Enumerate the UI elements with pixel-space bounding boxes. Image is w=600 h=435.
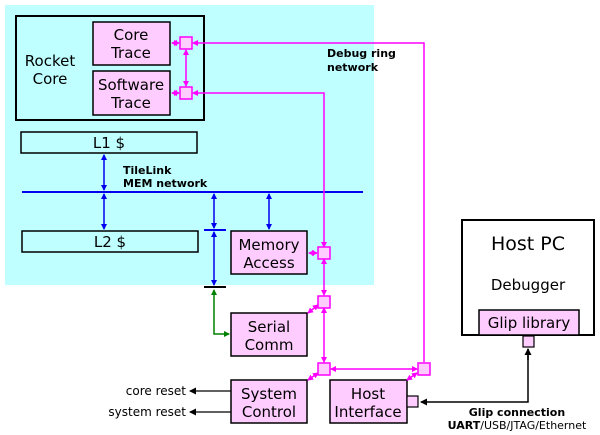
software-trace-label-2: Trace — [110, 94, 151, 112]
router-system-control[interactable] — [317, 362, 331, 376]
glip-connection-title: Glip connection — [469, 406, 565, 419]
memory-access-label-1: Memory — [238, 236, 299, 254]
stub-system-control — [307, 372, 319, 381]
router-memory-access[interactable] — [317, 246, 331, 260]
system-control-box[interactable] — [230, 379, 308, 424]
host-interface-box[interactable] — [329, 379, 408, 424]
host-pc-title: Host PC — [491, 233, 565, 255]
ring-link-top — [192, 40, 425, 362]
serial-comm-label-1: Serial — [248, 318, 290, 336]
stub-host-interface — [406, 372, 418, 381]
serial-comm-label-2: Comm — [245, 336, 294, 354]
core-trace-label-2: Trace — [110, 44, 151, 62]
glip-connection-transport: UART/USB/JTAG/Ethernet — [448, 419, 587, 432]
memory-access-label-2: Access — [243, 254, 295, 272]
debug-ring — [171, 40, 425, 381]
glip-library-port — [522, 335, 535, 348]
software-trace-label-1: Software — [98, 76, 164, 94]
serial-comm-box[interactable] — [230, 312, 308, 357]
ring-link-sw-trace — [192, 90, 327, 248]
router-software-trace[interactable] — [179, 86, 193, 100]
system-reset-label: system reset — [108, 405, 186, 419]
l1-cache-label: L1 $ — [93, 134, 125, 152]
serial-comm-green-link — [211, 289, 230, 337]
core-reset-label: core reset — [126, 384, 186, 398]
glip-library-label: Glip library — [488, 314, 571, 332]
router-core-trace[interactable] — [179, 36, 193, 50]
router-serial-comm[interactable] — [317, 295, 331, 309]
host-interface-label-1: Host — [351, 385, 385, 403]
debugger-label: Debugger — [491, 276, 566, 294]
stub-serial-comm — [307, 304, 319, 314]
core-trace-box[interactable] — [92, 21, 171, 66]
glip-library-box[interactable] — [478, 309, 580, 336]
host-interface-port — [406, 395, 419, 408]
rocket-core-box — [15, 15, 205, 121]
debug-ring-label-1: Debug ring — [327, 47, 396, 60]
rocket-core-label-2: Core — [33, 70, 68, 88]
debug-ring-label-2: network — [327, 61, 379, 74]
system-control-label-2: Control — [242, 403, 296, 421]
glip-transport-rest: /USB/JTAG/Ethernet — [480, 419, 587, 432]
ring-routers — [179, 36, 431, 376]
tilelink-label-2: MEM network — [123, 177, 208, 190]
l2-cache-label: L2 $ — [94, 233, 126, 251]
glip-transport-bold: UART — [448, 419, 481, 432]
core-trace-label-1: Core — [114, 26, 149, 44]
host-interface-label-2: Interface — [334, 403, 401, 421]
rocket-core-label-1: Rocket — [25, 52, 76, 70]
system-control-label-1: System — [241, 385, 297, 403]
router-host-interface[interactable] — [417, 362, 431, 376]
tilelink-label-1: TileLink — [123, 164, 172, 177]
glip-connection-line — [420, 349, 529, 406]
software-trace-box[interactable] — [92, 70, 171, 116]
